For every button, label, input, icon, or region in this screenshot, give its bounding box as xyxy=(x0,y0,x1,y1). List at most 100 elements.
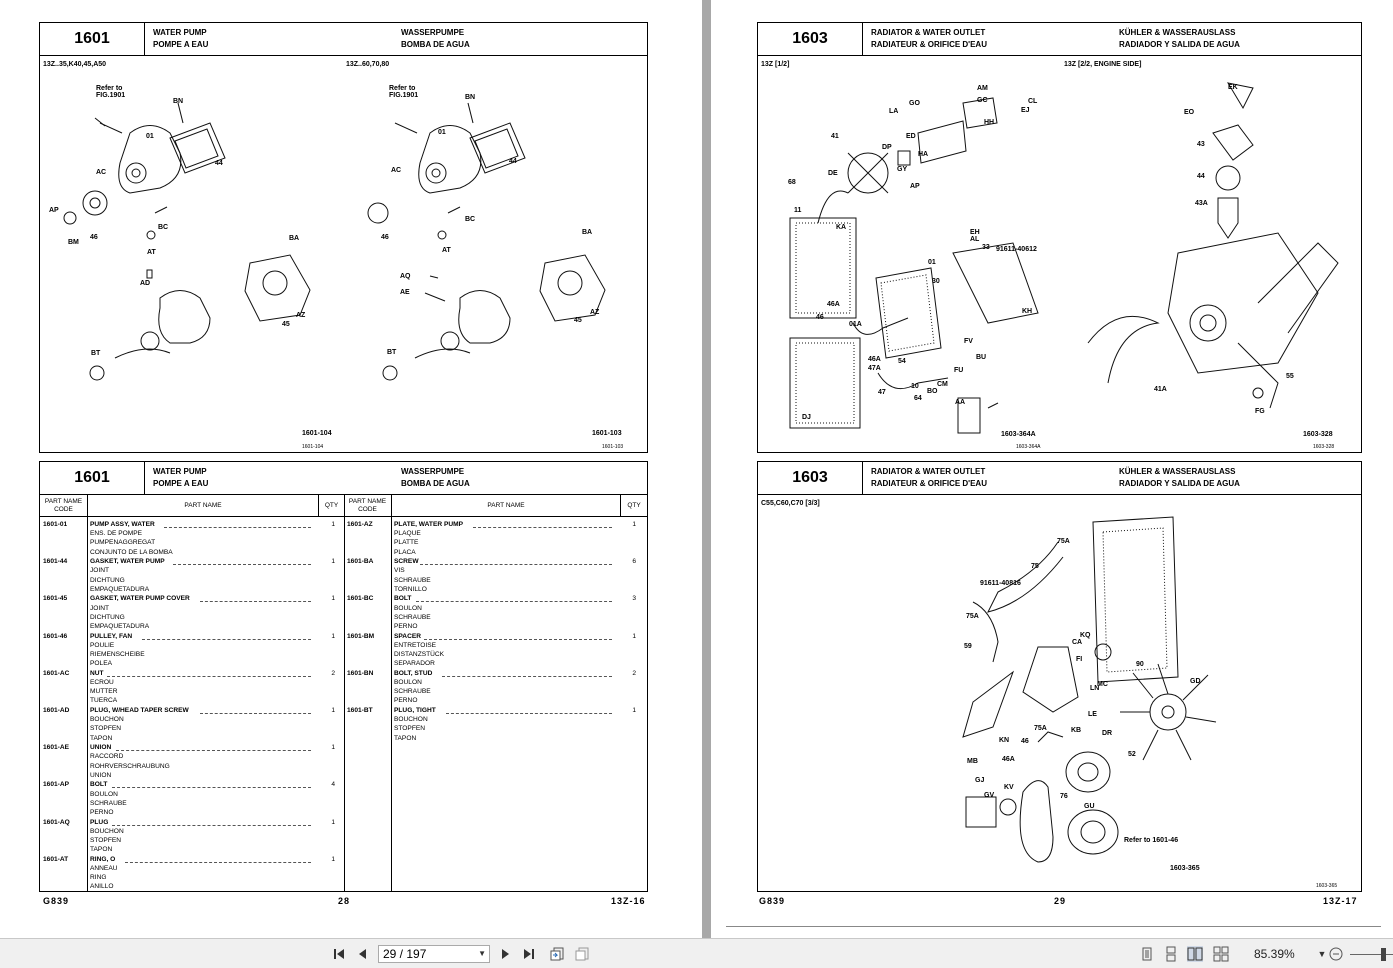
callout-90: 90 xyxy=(1136,661,1144,668)
part-translation: ENS. DE POMPE xyxy=(90,530,143,538)
callout-at: AT xyxy=(147,249,156,256)
two-page-view-icon[interactable] xyxy=(1187,946,1203,962)
part-translation: RING xyxy=(90,874,107,882)
part-translation: TUERCA xyxy=(90,697,118,705)
title-es: BOMBA DE AGUA xyxy=(401,40,470,49)
title-fr: RADIATEUR & ORIFICE D'EAU xyxy=(871,40,987,49)
callout-ej: EJ xyxy=(1021,107,1030,114)
leader-line xyxy=(111,781,311,789)
callout-bn-2: BN xyxy=(465,94,476,101)
callout-ba: BA xyxy=(289,235,300,242)
figure-box-1603-a: 1603 RADIATOR & WATER OUTLET RADIATEUR &… xyxy=(757,22,1362,453)
two-page-continuous-icon[interactable] xyxy=(1213,946,1229,962)
part-qty: 1 xyxy=(331,558,335,566)
callout-46: 46 xyxy=(1021,738,1029,745)
callout-68: 68 xyxy=(788,179,796,186)
callout-fu: FU xyxy=(954,367,964,374)
callout-ba-2: BA xyxy=(582,229,593,236)
zoom-level[interactable]: 85.39% xyxy=(1254,947,1295,961)
part-translation: MUTTER xyxy=(90,688,118,696)
zoom-slider[interactable] xyxy=(1350,954,1393,955)
part-translation: SCHRAUBE xyxy=(394,613,431,621)
callout-52: 52 xyxy=(1128,751,1136,758)
part-name: GASKET, WATER PUMP xyxy=(90,558,165,566)
callout-ek: EK xyxy=(1228,84,1238,91)
page-bottom-rule xyxy=(726,926,1381,927)
part-code: 1601-44 xyxy=(43,558,68,566)
page-number-input[interactable]: 29 / 197 ▼ xyxy=(378,945,490,963)
page-gap xyxy=(702,0,711,938)
callout-gu: GU xyxy=(1084,803,1095,810)
part-translation: BOULON xyxy=(394,678,422,686)
callout-bo: BO xyxy=(927,388,938,395)
callout-mc: MC xyxy=(1097,681,1108,688)
part-translation: BOUCHON xyxy=(90,827,124,835)
part-name: PLUG, TIGHT xyxy=(394,707,436,714)
part-translation: JOINT xyxy=(90,567,110,575)
callout-43: 43 xyxy=(1197,141,1205,148)
parts-table-box-1601: 1601 WATER PUMP POMPE A EAU WASSERPUMPE … xyxy=(39,461,648,892)
callout-kb: KB xyxy=(1071,727,1082,734)
part-qty: 2 xyxy=(331,669,335,677)
part-name: PULLEY, FAN xyxy=(90,632,133,640)
callout-dj: DJ xyxy=(802,414,811,421)
section-number: 1603 xyxy=(758,462,863,494)
callout-ap: AP xyxy=(49,207,59,214)
callout-ca: CA xyxy=(1072,639,1083,646)
next-page-icon[interactable] xyxy=(497,946,513,962)
zoom-out-icon[interactable] xyxy=(1328,946,1344,962)
figure-box-1603-b: 1603 RADIATOR & WATER OUTLET RADIATEUR &… xyxy=(757,461,1362,892)
previous-view-icon[interactable] xyxy=(549,946,565,962)
part-qty: 6 xyxy=(632,558,636,566)
callout-91611-40612: 91611-40612 xyxy=(996,246,1037,253)
first-page-icon[interactable] xyxy=(331,946,347,962)
chevron-down-icon[interactable]: ▼ xyxy=(478,949,486,958)
callout-47: 47 xyxy=(878,389,886,396)
callout-ha: HA xyxy=(918,151,929,158)
callout-eo: EO xyxy=(1184,109,1195,116)
part-translation: SCHRAUBE xyxy=(394,688,431,696)
zoom-dropdown-icon[interactable]: ▼ xyxy=(1317,949,1327,959)
callout-75: 75 xyxy=(1031,563,1039,570)
next-view-icon[interactable] xyxy=(574,946,590,962)
part-translation: SCHRAUBE xyxy=(90,799,127,807)
zoom-slider-handle[interactable] xyxy=(1381,948,1386,961)
last-page-icon[interactable] xyxy=(521,946,537,962)
callout-bc: BC xyxy=(158,224,169,231)
callout-gc: GC xyxy=(977,97,988,104)
part-qty: 1 xyxy=(331,744,335,752)
part-code: 1601-BA xyxy=(347,558,374,566)
callout-aq: AQ xyxy=(400,273,411,280)
leader-line xyxy=(442,670,612,677)
leader-line xyxy=(420,558,612,566)
footer-page-code: 13Z-16 xyxy=(611,896,646,906)
title-fr: POMPE A EAU xyxy=(153,40,209,49)
part-code: 1601-AQ xyxy=(43,818,70,826)
part-translation: PUMPENAGGREGAT xyxy=(90,539,156,547)
continuous-view-icon[interactable] xyxy=(1163,946,1179,962)
col-header-code: PART NAME CODE xyxy=(44,498,83,513)
part-qty: 1 xyxy=(331,855,335,863)
callout-76: 76 xyxy=(1060,793,1068,800)
part-name: PLUG, W/HEAD TAPER SCREW xyxy=(90,707,189,714)
leader-line xyxy=(415,595,612,603)
figure-ref-left: 1601-104 xyxy=(302,430,332,437)
title-es: RADIADOR Y SALIDA DE AGUA xyxy=(1119,40,1240,49)
prev-page-icon[interactable] xyxy=(355,946,371,962)
figure-box-1601: 1601 WATER PUMP POMPE A EAU WASSERPUMPE … xyxy=(39,22,648,453)
part-name: RING, O xyxy=(90,855,116,863)
leader-line xyxy=(164,521,311,528)
callout-44-2: 44 xyxy=(509,158,517,165)
single-page-view-icon[interactable] xyxy=(1139,946,1155,962)
callout-01: 01 xyxy=(146,133,154,140)
callout-gd: GD xyxy=(1190,678,1201,685)
radiator-c-series-drawing xyxy=(962,516,1217,863)
figure-ref-left: 1603-364A xyxy=(1001,431,1036,438)
part-translation: TAPON xyxy=(90,846,113,854)
title-es: RADIADOR Y SALIDA DE AGUA xyxy=(1119,479,1240,488)
